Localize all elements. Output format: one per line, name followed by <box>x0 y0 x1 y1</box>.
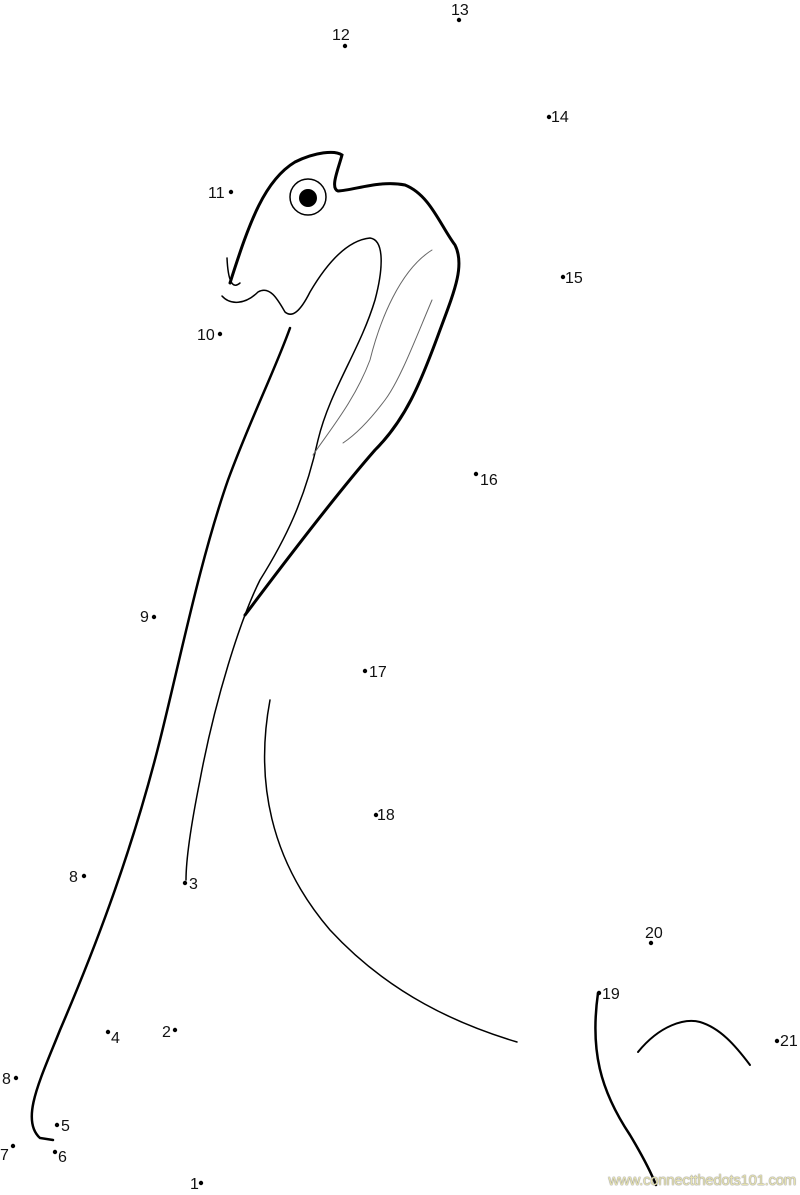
dot-1 <box>198 1180 204 1186</box>
dot-5 <box>54 1122 60 1128</box>
pelican-outline <box>30 150 751 1187</box>
dot-9 <box>151 614 157 620</box>
dot-label: 13 <box>451 2 469 19</box>
dot-label: 21 <box>780 1033 798 1050</box>
dot-17 <box>362 668 368 674</box>
dot-label: 2 <box>162 1024 171 1041</box>
dot-label: 8 <box>2 1071 11 1088</box>
dot-8 <box>13 1075 19 1081</box>
pouch-line-2 <box>342 299 433 444</box>
dot-label: 6 <box>58 1149 67 1166</box>
dot-18 <box>373 812 379 818</box>
dot-20 <box>648 940 654 946</box>
dot-6 <box>52 1149 58 1155</box>
dot-label: 15 <box>565 270 583 287</box>
dot-label: 3 <box>189 876 198 893</box>
dot-19 <box>596 990 602 996</box>
body-curve <box>263 699 518 1043</box>
dot-label: 19 <box>602 986 620 1003</box>
head-outline <box>228 150 461 617</box>
watermark: www.connectthedots101.com <box>608 1172 796 1189</box>
dot-label: 20 <box>645 925 663 942</box>
tail-curve <box>637 1020 751 1066</box>
dot-label: 18 <box>377 807 395 824</box>
dot-label: 17 <box>369 664 387 681</box>
dot-label: 9 <box>140 609 149 626</box>
dot-label: 4 <box>111 1030 120 1047</box>
dot-12 <box>342 43 348 49</box>
dot-14 <box>546 114 552 120</box>
dot-16 <box>473 471 479 477</box>
dot-11 <box>228 189 234 195</box>
dot-8 <box>81 873 87 879</box>
dot-label: 14 <box>551 109 569 126</box>
dot-2 <box>172 1027 178 1033</box>
upper-bill-end <box>226 257 241 286</box>
dot-label: 11 <box>208 185 225 202</box>
dot-label: 5 <box>61 1118 70 1135</box>
eye <box>289 178 327 216</box>
dot-label: 7 <box>0 1147 9 1164</box>
leg-curve <box>594 991 658 1187</box>
dot-15 <box>560 274 566 280</box>
dot-10 <box>217 331 223 337</box>
dot-7 <box>10 1143 16 1149</box>
dot-label: 10 <box>197 327 215 344</box>
eye-pupil <box>299 189 317 207</box>
dot-label: 8 <box>69 869 78 886</box>
pouch-line-1 <box>312 249 433 456</box>
dot-13 <box>456 17 462 23</box>
dot-label: 1 <box>190 1176 199 1193</box>
dot-label: 12 <box>332 27 350 44</box>
dot-label: 16 <box>480 472 498 489</box>
dot-4 <box>105 1029 111 1035</box>
dot-3 <box>182 880 188 886</box>
lower-bill <box>185 237 382 881</box>
dot-21 <box>774 1038 780 1044</box>
neck-front <box>30 326 292 1142</box>
